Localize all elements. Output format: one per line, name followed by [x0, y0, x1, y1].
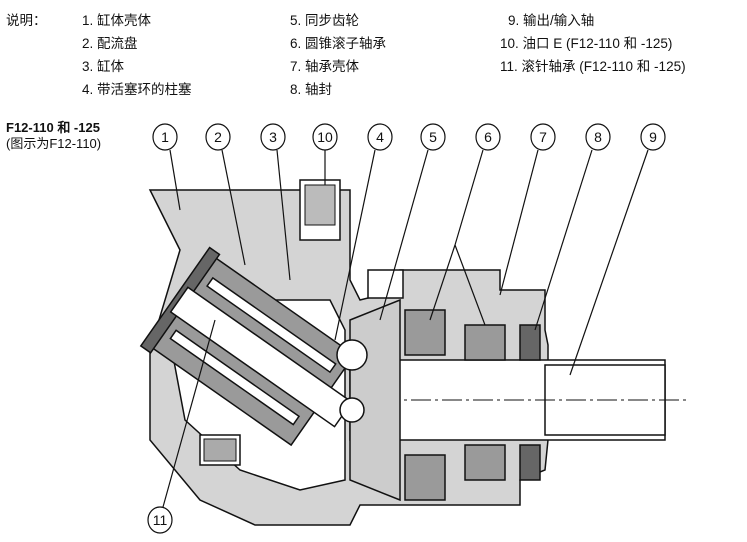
- legend-label: 配流盘: [97, 36, 138, 51]
- legend-item: 8. 轴封: [290, 78, 332, 98]
- legend-num: 8.: [290, 82, 302, 97]
- legend-num: 1.: [82, 13, 94, 28]
- callout-label: 5: [429, 129, 437, 145]
- callout-3: 3: [260, 123, 286, 151]
- callout-4: 4: [367, 123, 393, 151]
- legend-label: 圆锥滚子轴承: [305, 36, 387, 51]
- legend-item: 3. 缸体: [82, 55, 124, 75]
- callout-6: 6: [475, 123, 501, 151]
- legend-label: 缸体: [97, 59, 125, 74]
- model-note: (图示为F12-110): [6, 136, 102, 151]
- legend-num: 6.: [290, 36, 302, 51]
- legend-num: 4.: [82, 82, 94, 97]
- legend-num: 10.: [500, 36, 519, 51]
- callout-label: 3: [269, 129, 277, 145]
- legend-label: 带活塞环的柱塞: [97, 82, 192, 97]
- shaft-seal: [519, 324, 541, 361]
- callout-label: 7: [539, 129, 547, 145]
- legend-item: 10. 油口 E (F12-110 和 -125): [500, 32, 672, 52]
- legend-label: 缸体壳体: [97, 13, 152, 28]
- callout-2: 2: [205, 123, 231, 151]
- legend-item: 2. 配流盘: [82, 32, 138, 52]
- model-caption: F12-110 和 -125 (图示为F12-110): [6, 120, 101, 152]
- legend-item: 1. 缸体壳体: [82, 9, 151, 29]
- callout-1: 1: [152, 123, 178, 151]
- legend-item: 9. 输出/输入轴: [508, 9, 594, 29]
- legend-item: 4. 带活塞环的柱塞: [82, 78, 192, 98]
- legend-label: 油口 E (F12-110 和 -125): [522, 36, 673, 51]
- callout-10: 10: [312, 123, 338, 151]
- legend-num: 2.: [82, 36, 94, 51]
- callout-5: 5: [420, 123, 446, 151]
- callout-label: 6: [484, 129, 492, 145]
- legend-item: 5. 同步齿轮: [290, 9, 359, 29]
- legend-num: 5.: [290, 13, 302, 28]
- legend-title: 说明：: [6, 13, 47, 28]
- motor-cross-section: [139, 179, 690, 526]
- legend-num: 3.: [82, 59, 94, 74]
- legend-num: 7.: [290, 59, 302, 74]
- callout-9: 9: [640, 123, 666, 151]
- callout-8: 8: [585, 123, 611, 151]
- callout-7: 7: [530, 123, 556, 151]
- callout-label: 9: [649, 129, 657, 145]
- legend-num: 9.: [508, 13, 520, 28]
- legend-item: 7. 轴承壳体: [290, 55, 359, 75]
- callout-label: 1: [161, 129, 169, 145]
- legend-num: 11.: [500, 59, 518, 74]
- model-name: F12-110 和 -125: [6, 120, 100, 135]
- callouts: [162, 149, 649, 508]
- legend-label: 滚针轴承 (F12-110 和 -125): [521, 59, 686, 74]
- legend-label: 轴承壳体: [305, 59, 360, 74]
- callout-label: 4: [376, 129, 384, 145]
- callout-label: 2: [214, 129, 222, 145]
- callout-11: 11: [147, 506, 173, 534]
- legend-item: 6. 圆锥滚子轴承: [290, 32, 386, 52]
- legend-label: 输出/输入轴: [523, 13, 595, 28]
- callout-label: 8: [594, 129, 602, 145]
- legend-label: 同步齿轮: [305, 13, 360, 28]
- callout-label: 10: [317, 129, 333, 145]
- ball-joint: [336, 339, 368, 371]
- legend-label: 轴封: [305, 82, 333, 97]
- tapered-roller-bearing: [404, 309, 446, 356]
- callout-label: 11: [153, 512, 168, 528]
- legend-item: 11. 滚针轴承 (F12-110 和 -125): [500, 55, 686, 75]
